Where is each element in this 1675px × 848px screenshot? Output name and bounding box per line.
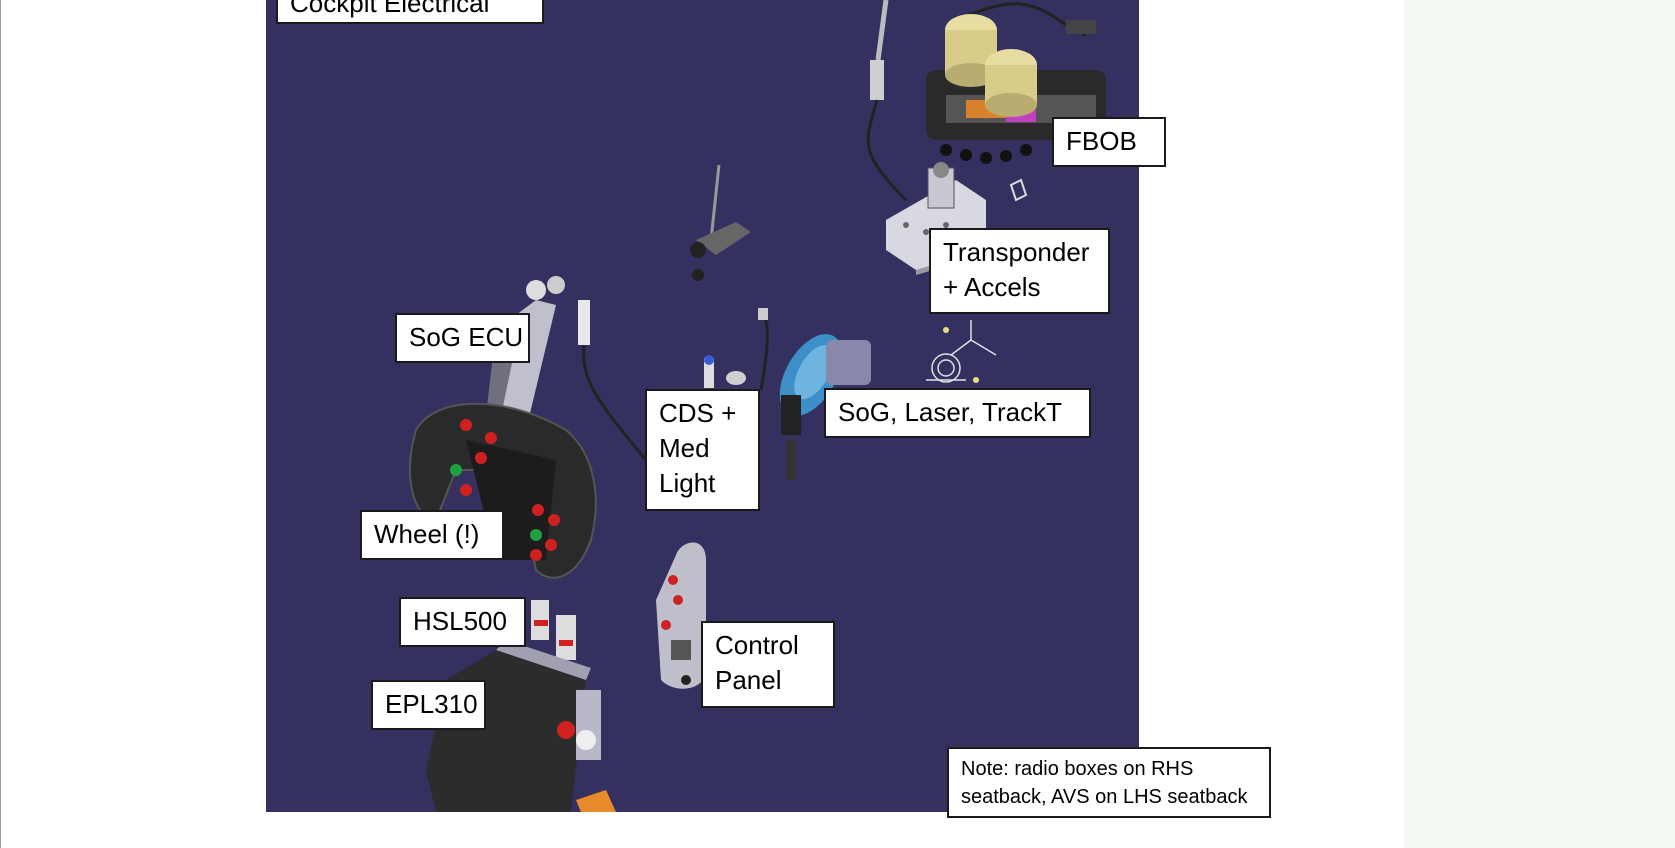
sog-laser-label-box: SoG, Laser, TrackT [824, 388, 1091, 438]
fbob-label-box: FBOB [1052, 117, 1166, 167]
fbob-label: FBOB [1066, 126, 1137, 156]
epl310-label: EPL310 [385, 689, 478, 719]
title-label-box: Cockpit Electrical [276, 0, 544, 24]
cds-label-box: CDS + Med Light [645, 389, 760, 511]
hsl500-label-box: HSL500 [399, 597, 526, 647]
antenna-sensor [690, 164, 751, 281]
note-box: Note: radio boxes on RHS seatback, AVS o… [947, 747, 1271, 818]
wheel-label: Wheel (!) [374, 519, 480, 549]
note-line-2: seatback, AVS on LHS seatback [961, 786, 1248, 808]
cds-label-line-2: Med [659, 433, 710, 463]
note-line-1: Note: radio boxes on RHS [961, 758, 1194, 780]
cds-parts [704, 308, 769, 391]
control-panel-label-box: Control Panel [701, 621, 835, 708]
control-panel-unit [656, 542, 706, 689]
sog-ecu-label-box: SoG ECU [395, 313, 530, 363]
wheel-label-box: Wheel (!) [360, 510, 504, 560]
right-side-panel [1404, 0, 1675, 848]
cds-label-line-1: CDS + [659, 398, 737, 428]
hsl500-label: HSL500 [413, 606, 507, 636]
title-label: Cockpit Electrical [290, 0, 490, 18]
transponder-label-box: Transponder + Accels [929, 228, 1110, 314]
transponder-label-line-2: + Accels [943, 272, 1041, 302]
hsl500-unit [531, 600, 576, 660]
cds-label-line-3: Light [659, 468, 716, 498]
control-panel-label-line-1: Control [715, 630, 799, 660]
sog-ecu-label: SoG ECU [409, 322, 524, 352]
fbob-assembly [866, 0, 1106, 202]
transponder-label-line-1: Transponder [943, 237, 1090, 267]
cad-components-drawing [408, 0, 1106, 812]
epl310-label-box: EPL310 [371, 680, 486, 730]
control-panel-label-line-2: Panel [715, 665, 782, 695]
sog-laser-label: SoG, Laser, TrackT [838, 397, 1062, 427]
slide-left-border [0, 0, 1, 848]
